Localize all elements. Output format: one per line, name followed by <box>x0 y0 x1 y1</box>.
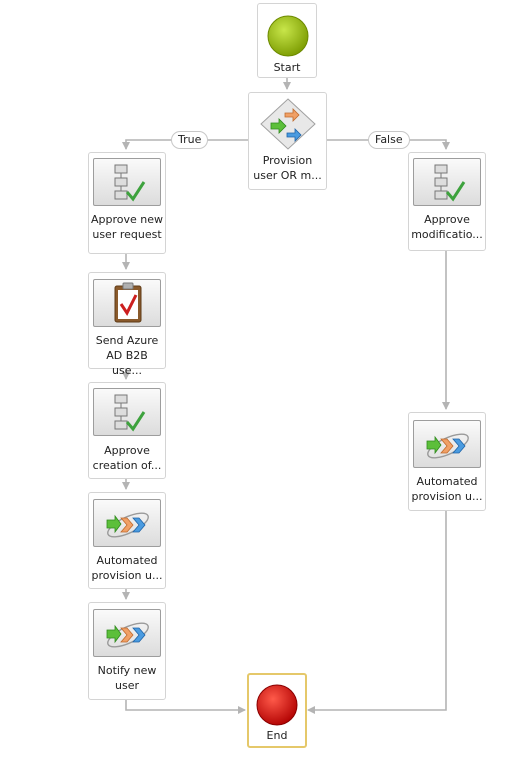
automated-provision-right-node[interactable]: Automated provision u... <box>408 412 486 511</box>
approve-creation-label: Approve creation of... <box>92 444 162 472</box>
approve-creation-node[interactable]: Approve creation of... <box>88 382 166 479</box>
provision-decision-node[interactable]: Provision user OR m... <box>248 92 327 190</box>
red-end-circle-icon <box>256 684 298 726</box>
start-label: Start <box>273 61 301 74</box>
automated-provision-left-label: Automated provision u... <box>91 554 163 582</box>
notify-new-user-node[interactable]: Notify new user <box>88 602 166 700</box>
automated-provision-left-node[interactable]: Automated provision u... <box>88 492 166 589</box>
send-azure-node[interactable]: Send Azure AD B2B use... <box>88 272 166 377</box>
approval-checklist-icon <box>93 388 161 436</box>
connector-automated-right-to-end <box>307 511 447 714</box>
automation-arrows-icon <box>93 499 161 547</box>
end-node[interactable]: End <box>247 673 307 748</box>
green-start-circle-icon <box>267 15 309 57</box>
notify-new-user-label: Notify new user <box>97 664 157 692</box>
automation-arrows-icon <box>413 420 481 468</box>
start-node[interactable]: Start <box>257 3 317 78</box>
decision-diamond-icon <box>260 98 316 150</box>
approve-new-user-label: Approve new user request <box>91 213 164 241</box>
false-branch-label: False <box>368 131 410 149</box>
send-azure-label: Send Azure AD B2B use... <box>95 334 159 377</box>
approve-modification-label: Approve modificatio... <box>411 213 483 241</box>
end-label: End <box>266 729 288 742</box>
clipboard-check-icon <box>93 279 161 327</box>
automation-arrows-icon <box>93 609 161 657</box>
connector-notify-to-end <box>125 700 246 714</box>
provision-decision-label: Provision user OR m... <box>253 154 322 182</box>
approval-checklist-icon <box>93 158 161 206</box>
connector-false-branch <box>327 139 450 150</box>
approve-modification-node[interactable]: Approve modificatio... <box>408 152 486 251</box>
automated-provision-right-label: Automated provision u... <box>411 475 483 503</box>
approval-checklist-icon <box>413 158 481 206</box>
true-branch-label: True <box>171 131 209 149</box>
approve-new-user-node[interactable]: Approve new user request <box>88 152 166 254</box>
